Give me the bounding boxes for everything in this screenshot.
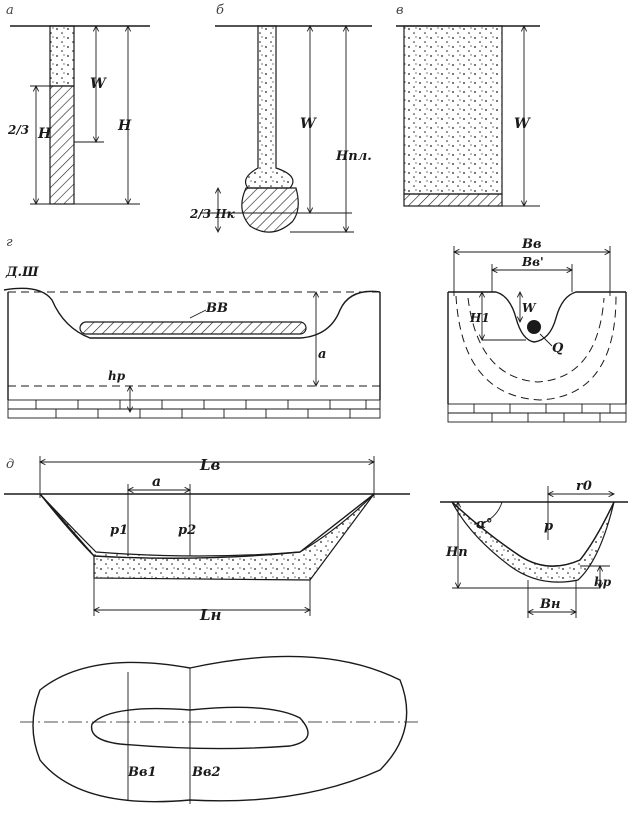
ground-surface xyxy=(3,287,381,339)
label-w: W xyxy=(522,301,537,315)
label-bh: Вн xyxy=(539,597,560,612)
label-two-thirds-hk: 2/3 Нк xyxy=(189,207,236,221)
label-p2: р2 xyxy=(178,523,196,538)
explosive-charge xyxy=(79,321,307,335)
label-hn: Нп xyxy=(445,545,468,560)
label-w: W xyxy=(300,116,317,132)
label-h-pl: Нпл. xyxy=(335,149,372,164)
inner-contour xyxy=(90,706,309,750)
panel-g-tag: г xyxy=(6,235,13,250)
label-hp: hр xyxy=(594,575,612,589)
label-r0: r0 xyxy=(576,479,592,494)
stemming-column xyxy=(49,25,75,87)
label-w: W xyxy=(514,116,531,132)
crater-fill xyxy=(39,493,375,581)
label-dsh: Д.Ш xyxy=(5,265,39,280)
label-bb2: Вв2 xyxy=(191,765,221,780)
charge-layer xyxy=(403,193,503,207)
crater-bottom xyxy=(39,493,375,559)
stemming-column xyxy=(245,25,294,189)
panel-d-left: д Lв а р1 р2 Lн xyxy=(4,456,410,624)
panel-b-tag: б xyxy=(216,3,224,18)
label-lb: Lв xyxy=(199,456,221,474)
panel-v-tag: в xyxy=(396,3,404,18)
label-two-thirds: 2/3 xyxy=(7,123,29,137)
panel-v: в W xyxy=(396,3,540,206)
label-alpha: α° xyxy=(476,517,493,532)
label-p: р xyxy=(544,519,553,534)
ground-surface xyxy=(448,291,626,343)
label-bb: ВВ xyxy=(205,301,228,316)
plan-view: Вв1 Вв2 xyxy=(20,655,420,804)
panel-b: б 2/3 Нк W Нпл. xyxy=(189,3,372,232)
panel-g-right: Вв Вв' Q Н1 W xyxy=(447,237,627,423)
charge-column xyxy=(49,85,75,205)
label-w: W xyxy=(90,76,107,92)
panel-d-right: r0 α° р Нп hр Вн xyxy=(440,479,628,618)
crater-outline-inner xyxy=(467,297,605,383)
label-lh: Lн xyxy=(199,606,222,624)
label-h-outer: Н xyxy=(117,118,132,134)
panel-a: а Н 2/3 W Н xyxy=(6,3,150,204)
crater-bottom xyxy=(451,501,615,567)
label-p1: р1 xyxy=(110,523,128,538)
outer-contour xyxy=(32,655,408,803)
label-a: а xyxy=(152,474,161,490)
rock-bricks xyxy=(35,400,367,418)
charge-q xyxy=(527,320,541,334)
label-a: а xyxy=(318,347,326,362)
crater-outline-outer xyxy=(455,295,617,401)
panel-d-tag: д xyxy=(6,457,14,472)
chamber-charge xyxy=(241,187,299,233)
label-bb-prime: Вв' xyxy=(521,255,544,269)
label-bb1: Вв1 xyxy=(127,765,157,780)
panel-a-tag: а xyxy=(6,3,14,18)
label-h-inner: Н xyxy=(37,126,52,142)
angle-arc xyxy=(481,501,503,525)
label-bb-width: Вв xyxy=(521,237,542,252)
crater-fill xyxy=(451,501,615,583)
label-h1: Н1 xyxy=(469,311,490,325)
panel-g-left: г Д.Ш ВВ а hр xyxy=(3,235,381,419)
label-q: Q xyxy=(552,341,564,356)
label-hp: hр xyxy=(108,369,126,383)
stemming-block xyxy=(403,25,503,195)
